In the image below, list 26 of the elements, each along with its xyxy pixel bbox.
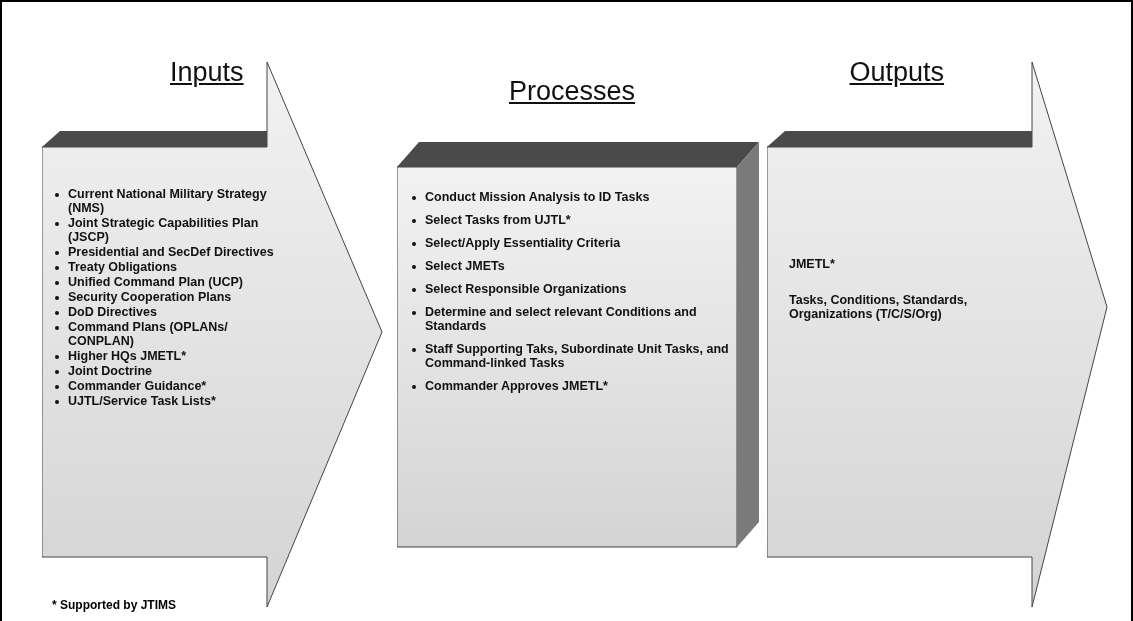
section-heading: Processes [509, 76, 636, 107]
list-text: Select Responsible Organizations [425, 282, 627, 296]
list-text: Joint Strategic Capabilities Plan (JSCP) [68, 216, 259, 244]
list-text: Treaty Obligations [68, 260, 178, 274]
list-text: Command Plans (OPLANs/ CONPLAN) [68, 320, 228, 348]
list-text: Unified Command Plan (UCP) [68, 275, 243, 289]
list-text: Security Cooperation Plans [68, 290, 232, 304]
list-text: Select JMETs [425, 259, 505, 273]
list-text: Presidential and SecDef Directives [68, 245, 274, 259]
list-text: Commander Approves JMETL* [425, 379, 608, 393]
section-heading: Outputs [849, 57, 945, 88]
footnote: * Supported by JTIMS [52, 598, 176, 612]
list-text: Commander Guidance* [68, 379, 207, 393]
list-text: Select Tasks from UJTL* [425, 213, 571, 227]
list-text: Staff Supporting Taks, Subordinate Unit Tasks, and Command-linked Tasks [425, 342, 729, 370]
list-text: UJTL/Service Task Lists* [68, 394, 216, 408]
output-text: Tasks, Conditions, Standards, Organizations (T/C/S/Org) [789, 293, 969, 321]
list-text: Conduct Mission Analysis to ID Tasks [425, 190, 650, 204]
list-text: Select/Apply Essentiality Criteria [425, 236, 621, 250]
list-text: Current National Military Strategy (NMS) [68, 187, 267, 215]
list-text: DoD Directives [68, 305, 157, 319]
output-text: JMETL* [789, 257, 836, 271]
list-text: Joint Doctrine [68, 364, 153, 378]
list-text: Determine and select relevant Conditions and Standards [425, 305, 697, 333]
list-text: Higher HQs JMETL* [68, 349, 187, 363]
section-heading: Inputs [170, 57, 244, 88]
